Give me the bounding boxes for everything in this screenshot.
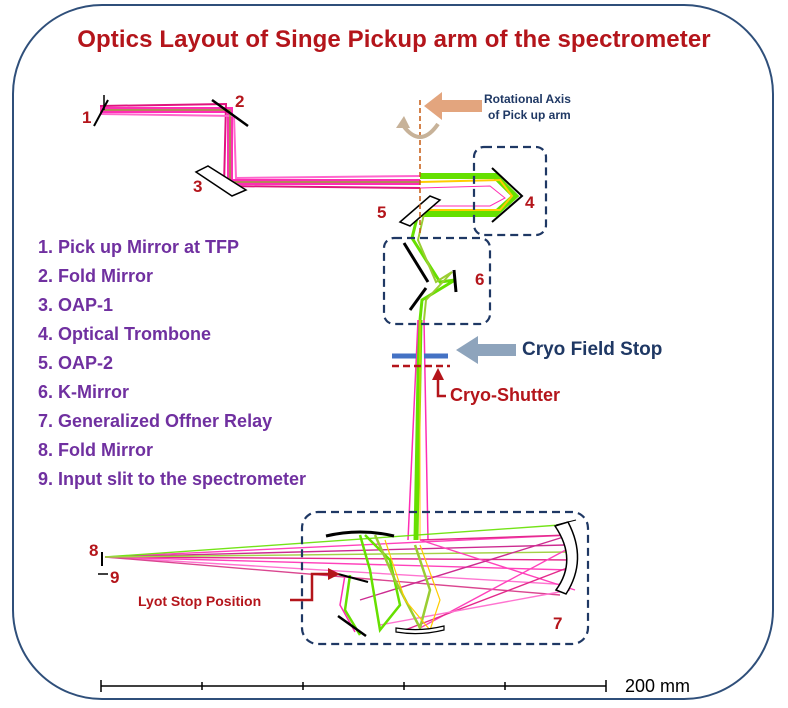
label-9: 9 (110, 568, 119, 587)
shutter-arrow-line (436, 378, 446, 398)
lyot-stop-label: Lyot Stop Position (138, 593, 261, 609)
relay-box (300, 510, 590, 646)
legend-item: 9. Input slit to the spectrometer (38, 469, 307, 489)
relay-secondary-mirror (325, 530, 395, 538)
lyot-arrowhead-icon (328, 568, 340, 580)
legend-item: 2. Fold Mirror (38, 266, 154, 286)
ray-bundle-input (99, 102, 421, 189)
kmirror-element-b (452, 269, 458, 293)
relay-primary-mirror-7 (553, 521, 579, 595)
ray-bundle-kmirror (410, 213, 456, 321)
ray-bundle-trombone (419, 173, 520, 217)
rounded-frame (12, 4, 774, 700)
trombone-mirror-4 (491, 167, 524, 223)
lyot-stop-marker (337, 573, 369, 583)
label-6: 6 (475, 270, 484, 289)
fold-mirror-2 (211, 98, 249, 128)
legend-item: 6. K-Mirror (38, 382, 130, 402)
label-4: 4 (525, 193, 535, 212)
label-2: 2 (235, 92, 244, 111)
label-7: 7 (553, 614, 562, 633)
label-3: 3 (193, 177, 202, 196)
rotational-axis-label: Rotational Axis (484, 92, 571, 106)
kmirror-box (382, 236, 492, 326)
legend-item: 3. OAP-1 (38, 295, 114, 315)
field-stop-label: Cryo Field Stop (522, 339, 662, 360)
relay-tertiary-mirror (395, 625, 445, 635)
legend-item: 7. Generalized Offner Relay (38, 411, 273, 431)
pickup-mirror-1 (93, 99, 109, 127)
kmirror-element-c (408, 287, 428, 311)
scale-label: 200 mm (625, 676, 690, 696)
rotational-axis-arrow-icon (424, 92, 482, 120)
shutter-label: Cryo-Shutter (450, 385, 560, 405)
relay-fold-mirror (337, 614, 367, 638)
diagram-title: Optics Layout of Singe Pickup arm of the… (77, 26, 711, 53)
label-5: 5 (377, 203, 386, 222)
label-8: 8 (89, 541, 98, 560)
ray-bundle-relay (104, 524, 576, 631)
rotational-axis-label-2: of Pick up arm (488, 108, 571, 122)
trombone-box (472, 145, 548, 237)
lyot-arrow-line (290, 572, 330, 602)
component-legend: 1. Pick up Mirror at TFP 2. Fold Mirror … (38, 233, 306, 494)
ray-bundle-column (407, 319, 429, 541)
shutter-arrowhead-icon (432, 368, 444, 380)
kmirror-element-a (402, 242, 430, 283)
legend-item: 1. Pick up Mirror at TFP (38, 237, 240, 257)
legend-item: 8. Fold Mirror (38, 440, 154, 460)
ray-bundle-relay-inner (339, 534, 441, 636)
legend-item: 4. Optical Trombone (38, 324, 212, 344)
rotation-arrowhead-icon (396, 116, 410, 128)
field-stop-arrow-icon (456, 336, 516, 364)
legend-item: 5. OAP-2 (38, 353, 114, 373)
label-1: 1 (82, 108, 91, 127)
oap-1-mirror-3 (194, 165, 248, 197)
